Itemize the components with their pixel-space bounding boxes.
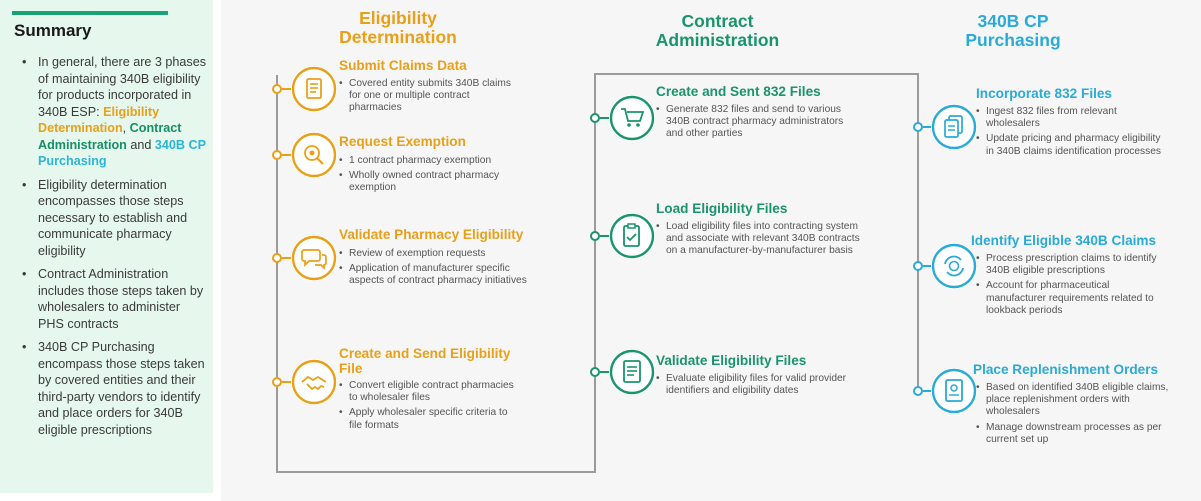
step-title-validate-eligibility-files: Validate Eligibility Files	[656, 353, 807, 368]
timeline-node	[590, 231, 600, 241]
step-bullets-load-eligibility: Load eligibility files into contracting …	[656, 221, 861, 261]
timeline-connector	[600, 371, 610, 373]
timeline-node	[590, 113, 600, 123]
summary-list: In general, there are 3 phases of mainta…	[22, 54, 208, 445]
step-title-create-send-eligibility-line1: Create and Send Eligibility	[339, 346, 511, 361]
step-bullet: Manage downstream processes as per curre…	[976, 422, 1171, 446]
timeline-node	[913, 261, 923, 271]
money-cycle-icon	[931, 243, 977, 289]
timeline-line-bottom	[276, 471, 595, 473]
column-title-contract-line1: Contract	[681, 11, 754, 31]
timeline-node	[272, 377, 282, 387]
magnifier-gear-icon	[291, 132, 337, 178]
step-bullets-request-exemption: 1 contract pharmacy exemption Wholly own…	[339, 155, 519, 198]
step-title-create-send-eligibility-line2: File	[339, 361, 363, 376]
document-list-icon	[291, 66, 337, 112]
order-document-icon	[931, 368, 977, 414]
step-bullets-validate-pharmacy: Review of exemption requests Application…	[339, 248, 529, 291]
summary-bullet-eligibility: Eligibility determination encompasses th…	[22, 177, 208, 260]
timeline-node	[913, 386, 923, 396]
documents-icon	[931, 104, 977, 150]
step-title-place-orders: Place Replenishment Orders	[973, 362, 1159, 377]
column-title-purchasing: 340B CP Purchasing	[948, 12, 1078, 50]
step-title-incorporate-832: Incorporate 832 Files	[976, 86, 1112, 101]
summary-highlight-purchasing: 340B CP Purchasing	[38, 137, 206, 169]
column-title-purchasing-line1: 340B CP	[977, 11, 1049, 31]
timeline-node	[590, 367, 600, 377]
step-title-identify-claims: Identify Eligible 340B Claims	[971, 233, 1157, 248]
timeline-connector	[282, 154, 292, 156]
timeline-node	[913, 122, 923, 132]
step-bullet: Load eligibility files into contracting …	[656, 221, 861, 258]
step-bullets-create-send-eligibility: Convert eligible contract pharmacies to …	[339, 380, 514, 435]
step-bullet: 1 contract pharmacy exemption	[339, 155, 519, 167]
summary-and: and	[130, 137, 152, 152]
handshake-icon	[291, 359, 337, 405]
step-bullet: Evaluate eligibility files for valid pro…	[656, 373, 856, 397]
timeline-line-top	[594, 73, 918, 75]
step-bullets-identify-claims: Process prescription claims to identify …	[976, 253, 1171, 320]
summary-highlight-contract: Contract Administration	[38, 121, 182, 152]
summary-bullet-phases-text: In general, there are 3 phases of mainta…	[38, 55, 207, 119]
timeline-connector	[600, 235, 610, 237]
step-title-submit-claims: Submit Claims Data	[339, 58, 467, 73]
summary-highlight-eligibility: Eligibility Determination	[38, 104, 160, 136]
step-bullets-validate-eligibility-files: Evaluate eligibility files for valid pro…	[656, 373, 856, 400]
summary-bullet-phases: In general, there are 3 phases of mainta…	[22, 54, 208, 170]
step-bullets-create-832: Generate 832 files and send to various 3…	[656, 104, 861, 144]
summary-accent-bar	[12, 11, 168, 15]
step-bullet: Covered entity submits 340B claims for o…	[339, 78, 524, 115]
step-bullet: Process prescription claims to identify …	[976, 253, 1171, 277]
summary-comma: ,	[122, 121, 127, 135]
timeline-line-contract	[594, 73, 596, 473]
step-bullet: Based on identified 340B eligible claims…	[976, 382, 1171, 419]
summary-bullet-purchasing: 340B CP Purchasing encompass those steps…	[22, 339, 208, 438]
column-title-contract-line2: Administration	[655, 30, 780, 50]
timeline-line-eligibility	[276, 75, 278, 473]
summary-panel: Summary In general, there are 3 phases o…	[0, 0, 213, 493]
clipboard-check-icon	[609, 213, 655, 259]
step-bullet: Convert eligible contract pharmacies to …	[339, 380, 514, 404]
timeline-node	[272, 253, 282, 263]
step-bullet: Generate 832 files and send to various 3…	[656, 104, 861, 141]
timeline-connector	[923, 390, 933, 392]
step-bullet: Ingest 832 files from relevant wholesale…	[976, 106, 1171, 130]
step-title-create-832: Create and Sent 832 Files	[656, 84, 821, 99]
timeline-line-purchasing	[917, 73, 919, 393]
timeline-connector	[600, 117, 610, 119]
process-diagram: Eligibility Determination Contract Admin…	[221, 0, 1201, 501]
column-title-eligibility-line1: Eligibility	[359, 8, 437, 28]
timeline-connector	[923, 265, 933, 267]
step-title-validate-pharmacy: Validate Pharmacy Eligibility	[339, 227, 524, 242]
timeline-node	[272, 150, 282, 160]
column-title-contract: Contract Administration	[645, 12, 790, 50]
timeline-connector	[282, 88, 292, 90]
step-bullets-submit-claims: Covered entity submits 340B claims for o…	[339, 78, 524, 118]
shopping-cart-icon	[609, 95, 655, 141]
step-title-load-eligibility: Load Eligibility Files	[656, 201, 788, 216]
timeline-connector	[282, 381, 292, 383]
timeline-connector	[282, 257, 292, 259]
step-bullet: Apply wholesaler specific criteria to fi…	[339, 407, 514, 431]
step-bullet: Account for pharmaceutical manufacturer …	[976, 280, 1171, 317]
step-title-request-exemption: Request Exemption	[339, 134, 466, 149]
step-bullets-place-orders: Based on identified 340B eligible claims…	[976, 382, 1171, 449]
step-title-create-send-eligibility: Create and Send Eligibility File	[339, 346, 569, 376]
step-bullet: Application of manufacturer specific asp…	[339, 263, 529, 287]
timeline-connector	[923, 126, 933, 128]
document-lines-icon	[609, 349, 655, 395]
column-title-eligibility: Eligibility Determination	[328, 9, 468, 47]
column-title-purchasing-line2: Purchasing	[965, 30, 1061, 50]
step-bullet: Update pricing and pharmacy eligibility …	[976, 133, 1171, 157]
timeline-node	[272, 84, 282, 94]
chat-bubbles-icon	[291, 235, 337, 281]
step-bullet: Wholly owned contract pharmacy exemption	[339, 170, 519, 194]
step-bullet: Review of exemption requests	[339, 248, 529, 260]
summary-title: Summary	[14, 21, 92, 40]
step-bullets-incorporate-832: Ingest 832 files from relevant wholesale…	[976, 106, 1171, 161]
column-title-eligibility-line2: Determination	[339, 27, 457, 47]
summary-bullet-contract: Contract Administration includes those s…	[22, 266, 208, 332]
